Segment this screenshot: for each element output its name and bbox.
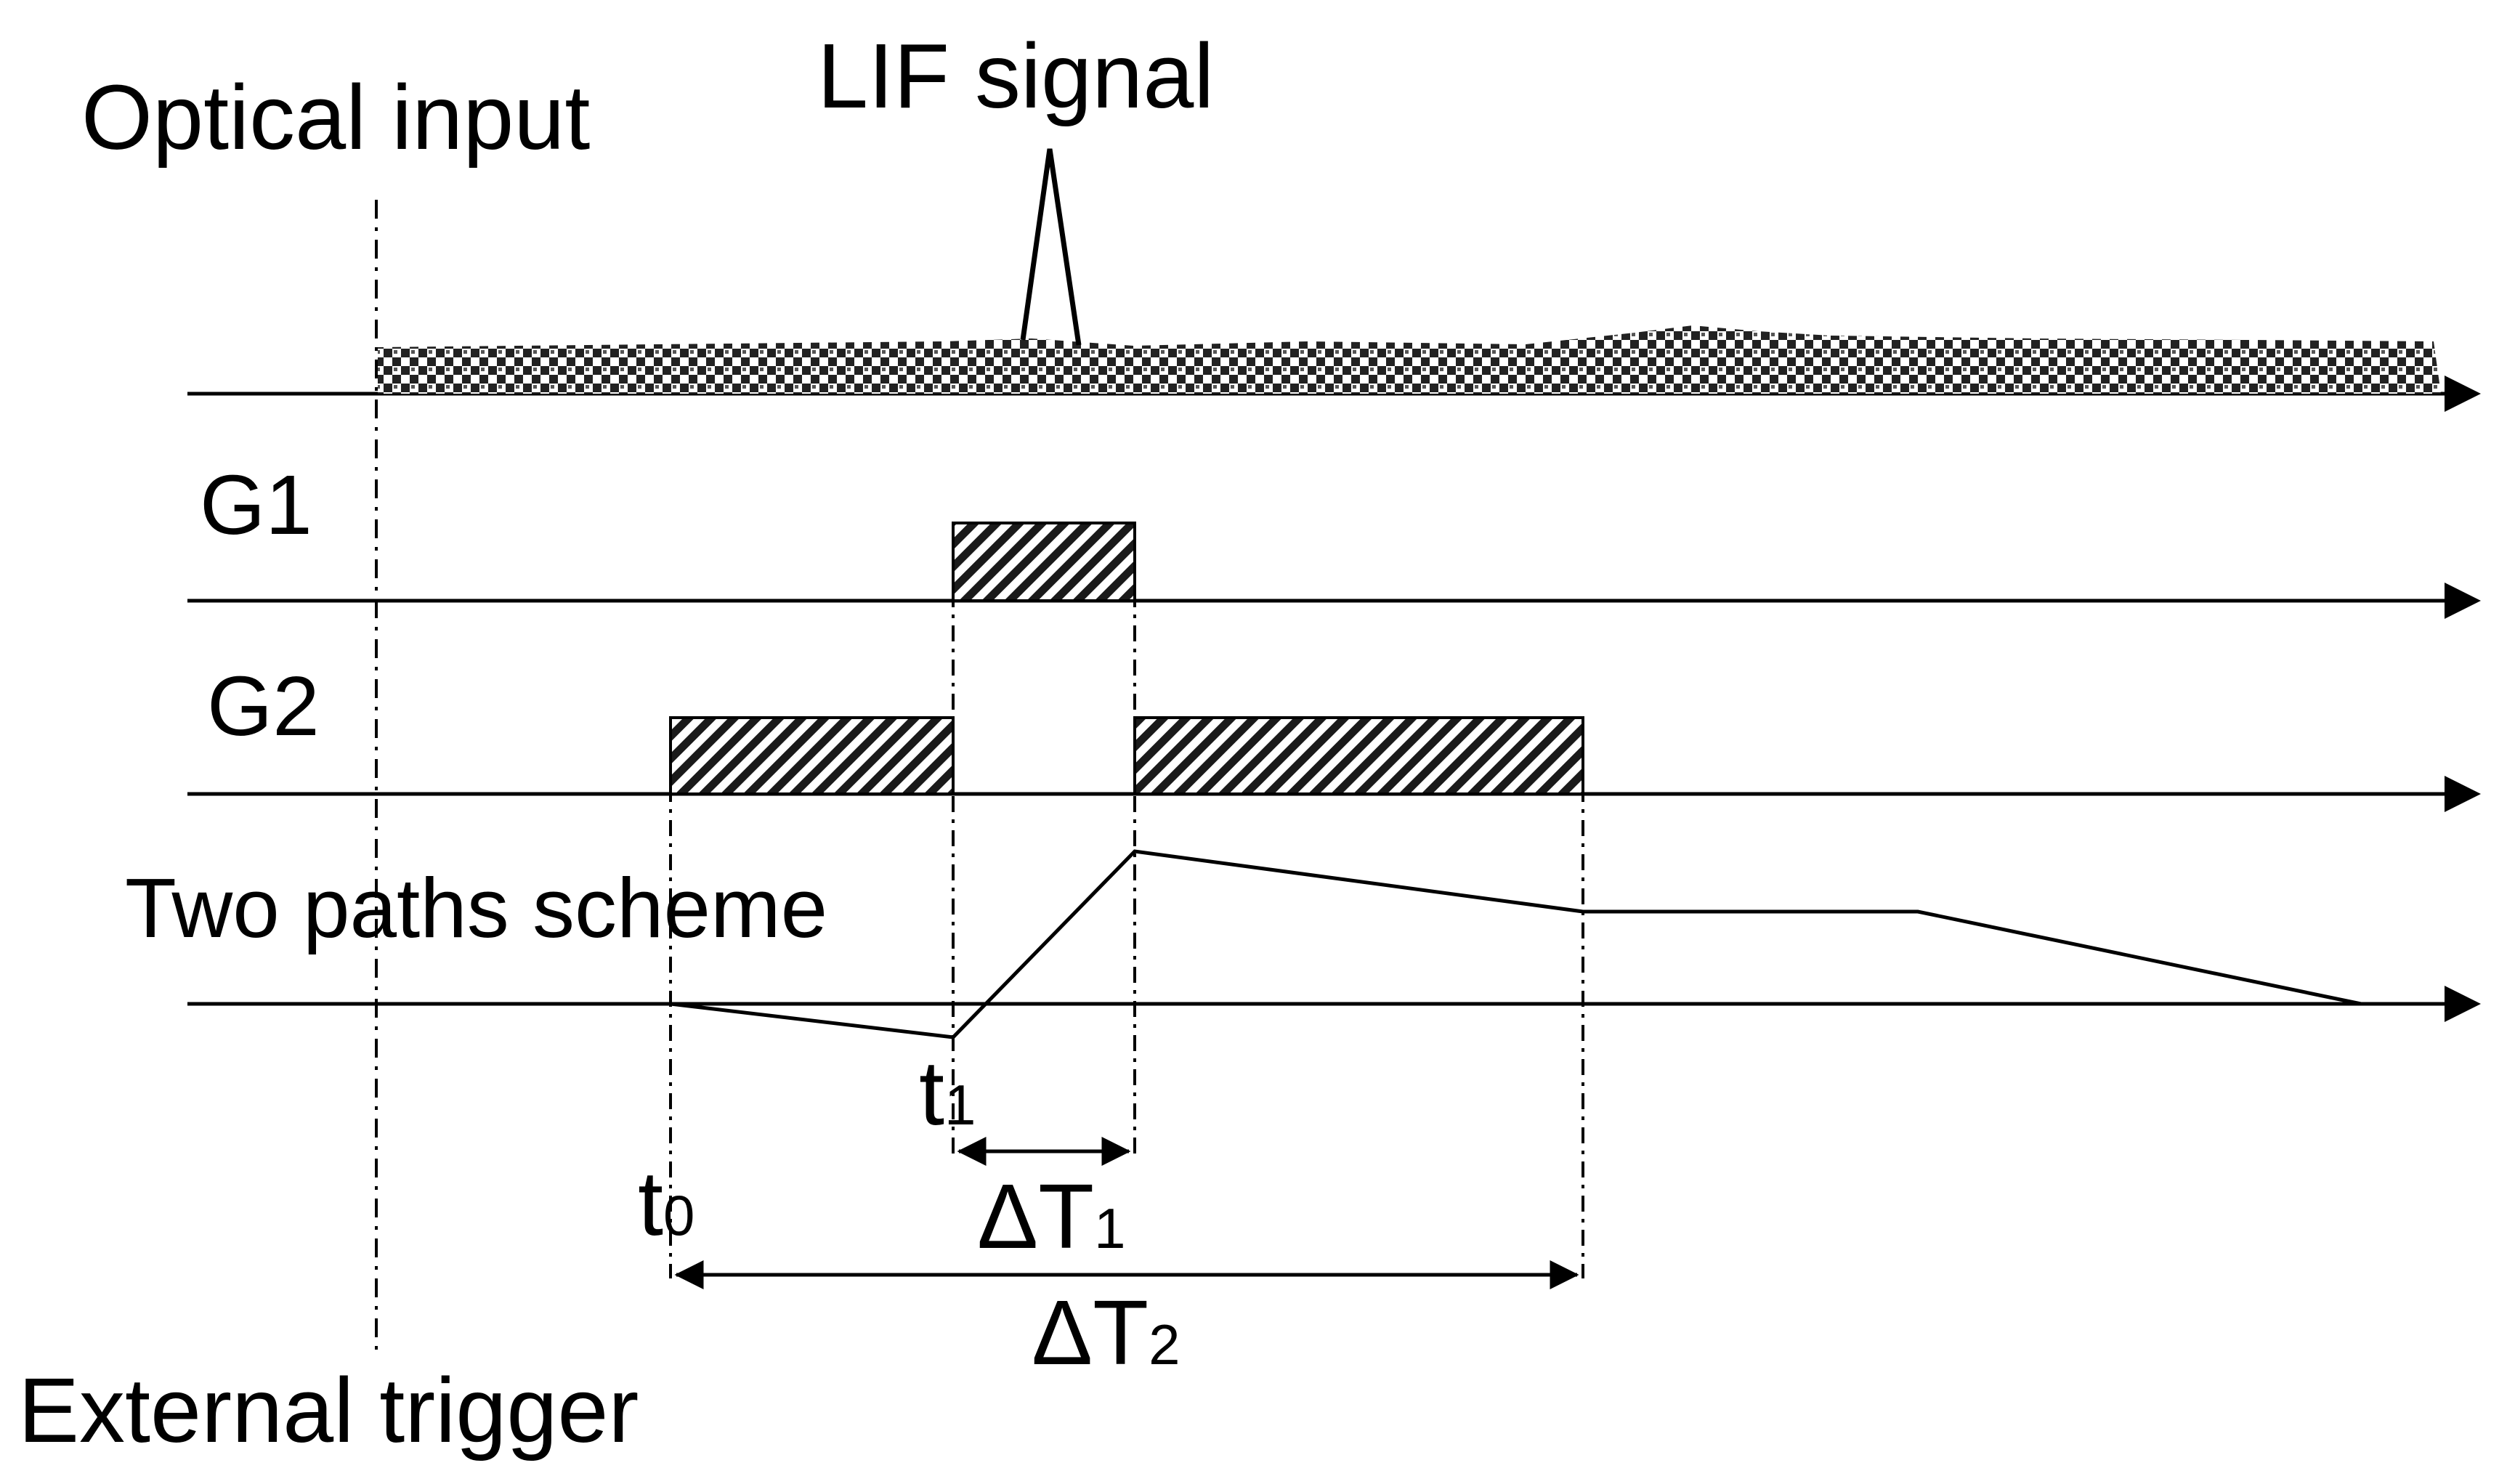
external-trigger-label: External trigger	[18, 1359, 639, 1461]
t1-subscript: 1	[944, 1073, 976, 1137]
delta-t2-label: ΔT2	[1032, 1281, 1180, 1384]
t0-subscript: 0	[663, 1183, 694, 1247]
optical-noise-band	[378, 325, 2441, 394]
t0-main: t	[638, 1152, 663, 1254]
two-paths-label: Two paths scheme	[125, 861, 827, 955]
g2-label: G2	[207, 659, 320, 753]
t1-main: t	[919, 1042, 944, 1144]
delta-t2-main: ΔT	[1032, 1281, 1149, 1384]
optical-input-label: Optical input	[81, 66, 590, 169]
g1-label: G1	[200, 458, 312, 552]
g1-gate	[952, 522, 1136, 602]
t1-label: t1	[919, 1042, 976, 1144]
g2-gate-2	[1133, 716, 1584, 795]
g2-gate-1	[669, 716, 955, 795]
t0-label: t0	[638, 1152, 694, 1254]
two-paths-waveform	[670, 849, 2362, 1039]
delta-t1-subscript: 1	[1094, 1196, 1125, 1260]
lif-signal-peak	[1020, 148, 1082, 346]
delta-t1-label: ΔT1	[977, 1165, 1126, 1268]
delta-t2-subscript: 2	[1149, 1313, 1180, 1376]
lif-signal-label: LIF signal	[817, 25, 1214, 127]
delta-t1-main: ΔT	[977, 1165, 1094, 1268]
